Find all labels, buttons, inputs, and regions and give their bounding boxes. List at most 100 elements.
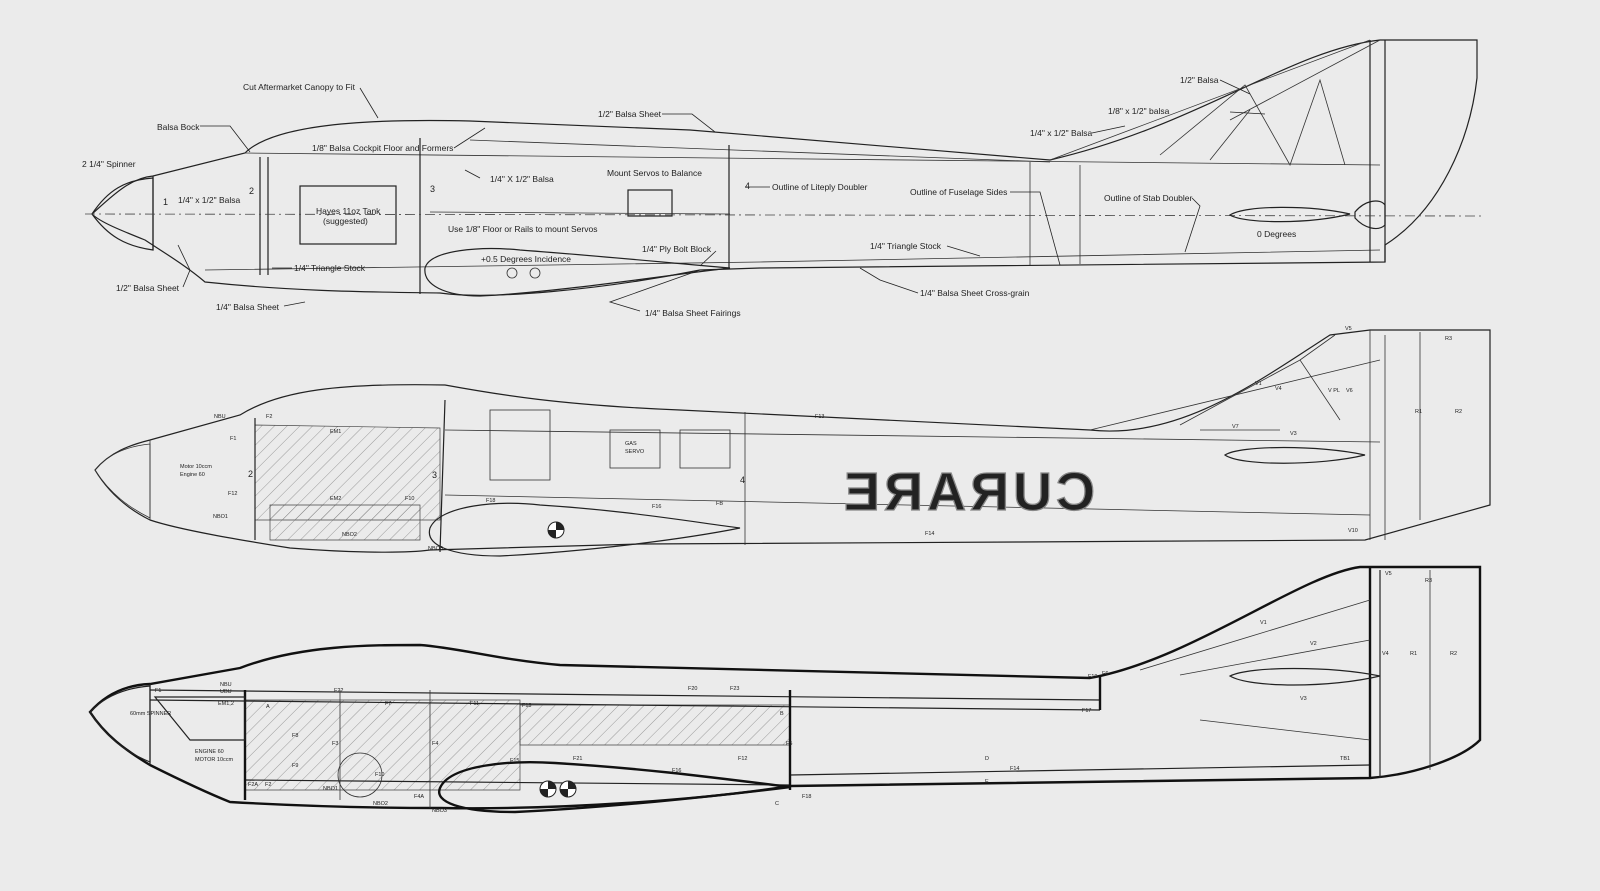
- top-lower-stringer: [204, 249, 1381, 271]
- m-r3: R3: [1445, 336, 1452, 342]
- b-crutch-top: [149, 689, 1101, 701]
- b-stabilizer: [1228, 667, 1381, 686]
- label-spinner: 2 1/4" Spinner: [82, 159, 136, 169]
- m-r2: R2: [1455, 409, 1462, 415]
- b-em12: EM1,2: [218, 701, 234, 707]
- m-v1: V1: [1255, 381, 1262, 387]
- m-v4: V4: [1275, 386, 1282, 392]
- leader-cockpit: [453, 127, 486, 149]
- mid-cg-fill: [548, 522, 564, 538]
- label-fus-sides: Outline of Fuselage Sides: [910, 187, 1007, 197]
- b-nbo3: NBO3: [432, 808, 447, 814]
- m-v6: V6: [1346, 388, 1353, 394]
- label-tank: Hayes 11oz Tank: [316, 206, 381, 216]
- b-engine-mount: [153, 696, 246, 741]
- m-f18: F18: [486, 498, 495, 504]
- station-1: 1: [163, 197, 168, 207]
- b-v2: V2: [1310, 641, 1317, 647]
- m-engine: Engine 60: [180, 472, 205, 478]
- b-f4: F4: [432, 741, 438, 747]
- top-centerline: [84, 213, 1486, 217]
- leader-qh-a: [464, 169, 481, 179]
- label-tank-note: (suggested): [323, 216, 368, 226]
- m-servo: SERVO: [625, 449, 645, 455]
- servo-box: [627, 189, 673, 217]
- b-nbo2: NBO2: [373, 801, 388, 807]
- bottom-spinner: [89, 685, 151, 763]
- servo-floor: [429, 211, 731, 215]
- mid-stringer-low: [444, 494, 1371, 516]
- middle-view: CURARE NBU F2 F1 EM1 EM2 F12 NBO1 NBO2 N…: [94, 326, 1491, 557]
- b-f2a: F2A: [248, 782, 258, 788]
- b-wheel-well: [337, 752, 383, 798]
- leader-eighth: [1229, 111, 1266, 115]
- label-quarter-half-b: 1/4" x 1/2" Balsa: [178, 195, 241, 205]
- middle-hatch-2: [269, 504, 421, 541]
- b-d: D: [985, 756, 989, 762]
- leader-half-balsa: [1219, 79, 1251, 95]
- b-engine: ENGINE 60: [195, 749, 224, 755]
- m-f10: F10: [405, 496, 414, 502]
- b-nbo1: NBO1: [323, 786, 338, 792]
- label-ply-bolt: 1/4" Ply Bolt Block: [642, 244, 712, 254]
- mid-wing-airfoil: [428, 502, 741, 557]
- mid-servo-2: [679, 429, 731, 469]
- m-fb: FB: [716, 501, 723, 507]
- label-quarter-sheet: 1/4" Balsa Sheet: [216, 302, 280, 312]
- station-3: 3: [430, 184, 435, 194]
- label-quarter-half-a: 1/4" X 1/2" Balsa: [490, 174, 554, 184]
- b-f18: F18: [802, 794, 811, 800]
- leader-quarter-sheet: [283, 301, 306, 307]
- b-f14: F14: [1010, 766, 1019, 772]
- b-f4a: F4A: [414, 794, 424, 800]
- b-f21: F21: [573, 756, 582, 762]
- label-triangle-a: 1/4" Triangle Stock: [294, 263, 366, 273]
- m-f1: F1: [230, 436, 236, 442]
- m-nbo2: NBO2: [342, 532, 357, 538]
- top-fuselage-outline: [91, 39, 1478, 296]
- b-f8: F8: [292, 733, 298, 739]
- b-r1: R1: [1410, 651, 1417, 657]
- leader-cross-grain: [859, 267, 919, 294]
- leader-qh-c: [1091, 125, 1126, 134]
- m-r1: R1: [1415, 409, 1422, 415]
- b-tb1: TB1: [1340, 756, 1350, 762]
- dowel-hole-1: [506, 267, 518, 279]
- m-gas: GAS: [625, 441, 637, 447]
- fin-truss: [1049, 39, 1381, 166]
- b-f11: F11: [470, 701, 479, 707]
- leader-ply-bolt: [699, 250, 717, 267]
- label-cross-grain: 1/4" Balsa Sheet Cross-grain: [920, 288, 1030, 298]
- label-eighth-half: 1/8" x 1/2" balsa: [1108, 106, 1170, 116]
- station-2: 2: [249, 186, 254, 196]
- b-r3: R3: [1425, 578, 1432, 584]
- b-b: B: [780, 711, 784, 717]
- label-incidence: +0.5 Degrees Incidence: [481, 254, 571, 264]
- b-fin-lines: [1139, 599, 1371, 741]
- b-f1: F1: [155, 688, 161, 694]
- m-n3: 3: [432, 470, 437, 480]
- m-f2: F2: [266, 414, 272, 420]
- bottom-hatch-2: [519, 704, 791, 746]
- b-v4: V4: [1382, 651, 1389, 657]
- b-f12: F12: [738, 756, 747, 762]
- mid-fin-truss: [1179, 334, 1341, 431]
- bottom-fuselage-outline: [88, 565, 1482, 810]
- b-v1: V1: [1260, 620, 1267, 626]
- label-triangle-b: 1/4" Triangle Stock: [870, 241, 942, 251]
- label-cockpit-floor: 1/8" Balsa Cockpit Floor and Formers: [312, 143, 453, 153]
- leader-triangle-b: [946, 245, 981, 257]
- b-e: E: [985, 779, 989, 785]
- b-f9: F9: [292, 763, 298, 769]
- b-r2: R2: [1450, 651, 1457, 657]
- m-n4: 4: [740, 475, 745, 485]
- b-spinner: 60mm SPINNER: [130, 711, 171, 717]
- m-nbo1: NBO1: [213, 514, 228, 520]
- top-inner-line: [469, 139, 1051, 163]
- label-quarter-half-c: 1/4" x 1/2" Balsa: [1030, 128, 1093, 138]
- b-v5: V5: [1385, 571, 1392, 577]
- leader-canopy: [359, 87, 379, 119]
- stabilizer: [1228, 206, 1351, 223]
- b-wing-airfoil: [437, 761, 791, 814]
